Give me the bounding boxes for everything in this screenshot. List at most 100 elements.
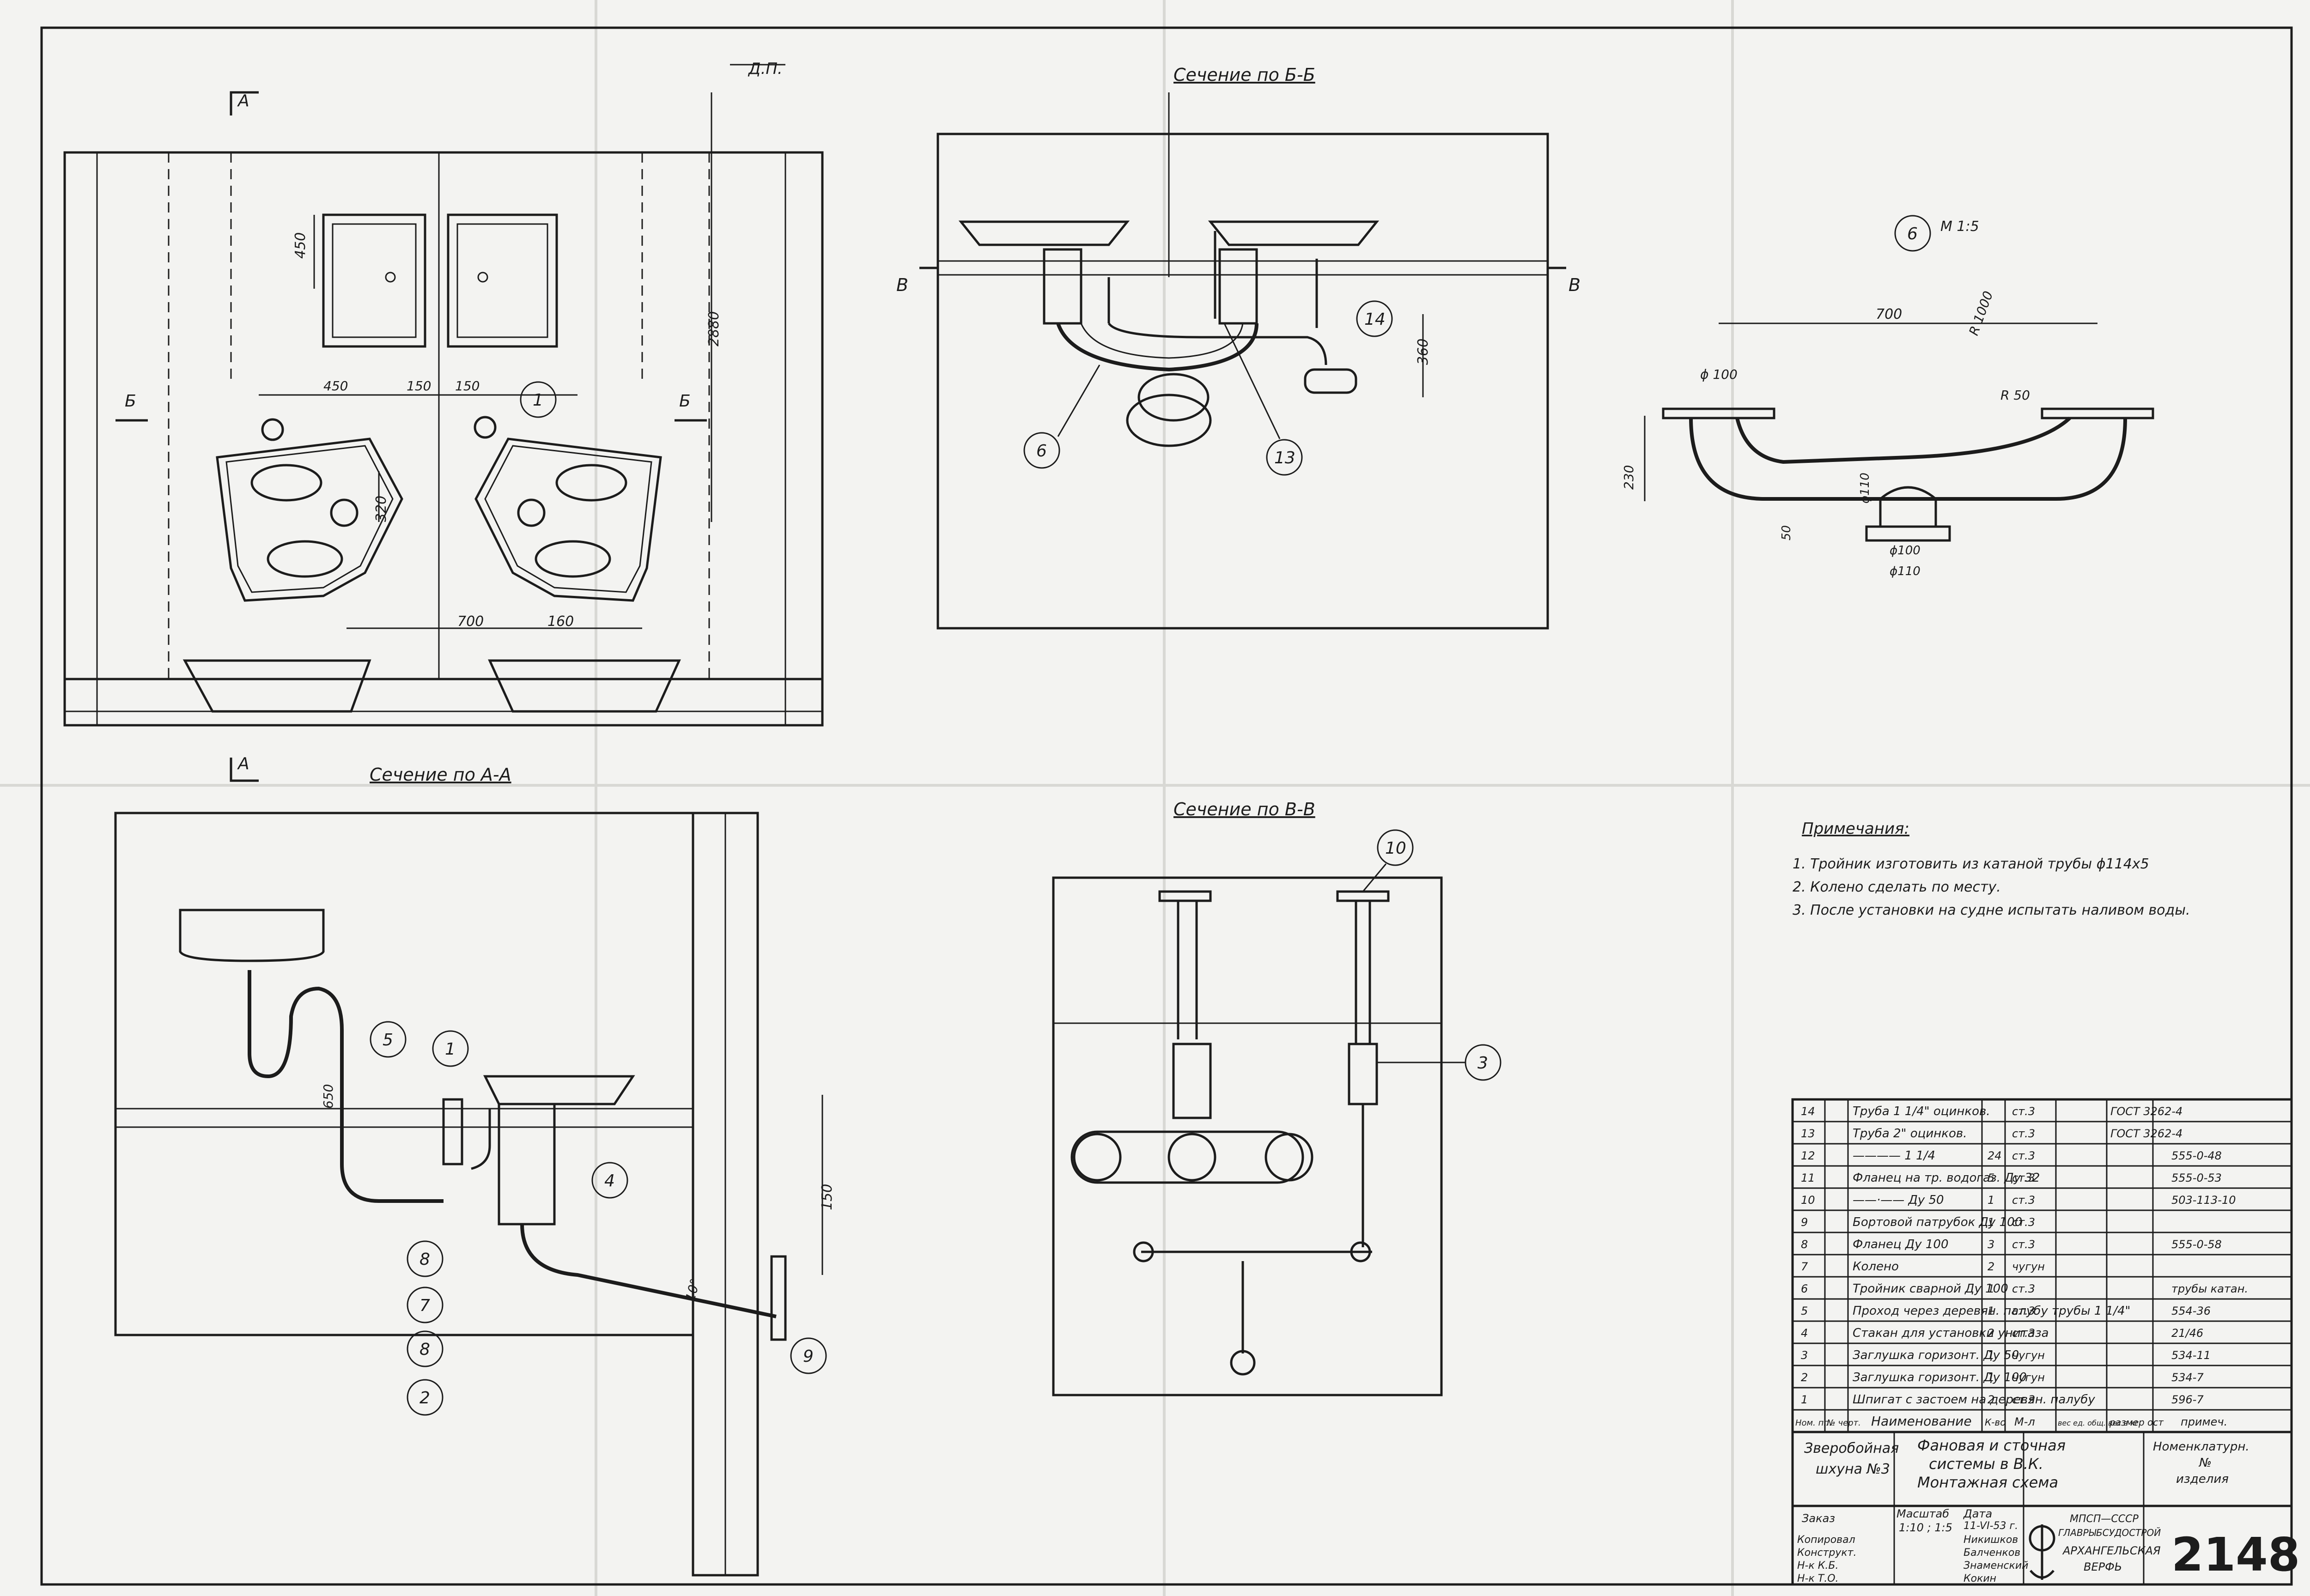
bom-cell-std: ГОСТ 3262-4 [2110, 1127, 2182, 1140]
name-2: Знаменский [1964, 1560, 2028, 1572]
plan-dim-5: 320 [373, 496, 389, 522]
washbasin-right [447, 213, 558, 348]
bom-cell-note: 534-7 [2171, 1371, 2204, 1384]
cut-v-left-label: В [896, 275, 908, 295]
bom-cell-qty: 2 [1988, 1260, 1994, 1273]
aa-callout-1: 1 [445, 1040, 456, 1059]
aa-callout-7: 7 [419, 1296, 430, 1315]
nomen-line1: Номенклатурн. [2153, 1440, 2249, 1454]
bom-cell-no: 14 [1801, 1105, 1815, 1118]
bom-cell-mat: чугун [2012, 1260, 2045, 1273]
bom-cell-note: 534-11 [2171, 1349, 2211, 1362]
cut-b-right-label: Б [679, 392, 691, 411]
title-line1: Фановая и сточная [1917, 1437, 2066, 1454]
bom-cell-name: Заглушка горизонт. Ду 50 [1853, 1348, 2019, 1362]
role-3: Н-к Т.О. [1797, 1573, 1839, 1584]
bom-cell-note: 21/46 [2171, 1327, 2203, 1340]
detail6-dim-7: ϕ100 [1890, 544, 1921, 558]
aa-callout-5: 5 [383, 1031, 393, 1050]
bom-cell-note: трубы катан. [2171, 1282, 2248, 1295]
aa-dim-1: 650 [321, 1084, 336, 1109]
bom-header-mat: М-л [2014, 1415, 2035, 1428]
bom-cell-note: 596-7 [2171, 1393, 2204, 1406]
s-trap [248, 970, 444, 1203]
vessel-line1: Зверобойная [1804, 1440, 1899, 1456]
org-line2: ГЛАВРЫБСУДОСТРОЙ [2058, 1527, 2161, 1538]
bb-callout-6: 6 [1036, 442, 1047, 461]
plan-dim-1: 2880 [706, 311, 722, 346]
role-0: Копировал [1797, 1534, 1855, 1546]
aa-callout-4: 4 [604, 1171, 615, 1190]
bom-cell-no: 4 [1801, 1327, 1808, 1340]
bom-header-wt: вес ед. общ. вес в кг. [2058, 1419, 2141, 1427]
section-vv-view: Сечение по В-В 10 3 [1052, 799, 1502, 1396]
aa-callout-8b: 8 [419, 1340, 430, 1359]
bom-cell-qty: 1 [1988, 1282, 1994, 1295]
bom-cell-mat: чугун [2012, 1371, 2045, 1384]
bom-cell-name: Колено [1853, 1260, 1899, 1274]
detail6-dim-3: R 50 [2000, 388, 2030, 403]
section-bb-view: Сечение по Б-Б В В 360 6 13 14 [896, 65, 1581, 630]
note-3: 3. После установки на судне испытать нал… [1793, 902, 2190, 918]
bom-cell-mat: ст.3 [2012, 1393, 2035, 1406]
scale-value: 1:10 ; 1:5 [1899, 1521, 1952, 1534]
bom-cell-qty: 3 [1988, 1238, 1994, 1251]
title-line3: Монтажная схема [1917, 1474, 2058, 1491]
detail6-dim-8: ϕ110 [1890, 564, 1921, 578]
bb-callout-14: 14 [1364, 310, 1386, 329]
vv-callout-3: 3 [1477, 1054, 1488, 1073]
aa-dim-0: 150 [819, 1184, 835, 1210]
detail6-dim-2: ϕ 100 [1700, 367, 1738, 382]
bom-header-qty: К-во [1985, 1417, 2006, 1428]
bom-cell-qty: 2 [1988, 1327, 1994, 1340]
bom-cell-name: Труба 1 1/4" оцинков. [1853, 1104, 1990, 1118]
bom-cell-qty: 5 [1988, 1171, 1994, 1184]
shipyard-logo [2029, 1524, 2055, 1580]
bom-header-no: Ном. пп. [1795, 1418, 1832, 1428]
bom-cell-name: ——·—— Ду 50 [1853, 1193, 1944, 1207]
vessel-line2: шхуна №3 [1816, 1461, 1890, 1477]
bom-cell-no: 3 [1801, 1349, 1808, 1362]
section-aa-title: Сечение по А-А [370, 765, 511, 785]
plan-callout-1: 1 [533, 391, 543, 410]
org-line4: ВЕРФЬ [2084, 1560, 2122, 1573]
bom-cell-name: Фланец Ду 100 [1853, 1238, 1948, 1251]
scale-label: Масштаб [1897, 1507, 1949, 1520]
bom-cell-qty: 24 [1988, 1149, 2002, 1162]
bom-cell-mat: ст.3 [2012, 1171, 2035, 1184]
bom-cell-no: 7 [1801, 1260, 1808, 1273]
bom-cell-name: Бортовой патрубок Ду 100 [1853, 1215, 2022, 1229]
section-vv-title: Сечение по В-В [1173, 799, 1315, 819]
bom-cell-std: ГОСТ 3262-4 [2110, 1105, 2182, 1118]
bom-header-std: размер ост [2109, 1417, 2164, 1428]
plan-view: А А Б Б Д.П. 450 2880 450 150 150 320 70… [63, 60, 824, 782]
toilet-left [216, 437, 403, 602]
cut-b-left-label: Б [125, 392, 136, 411]
bom-cell-note: 555-0-58 [2171, 1238, 2222, 1251]
bom-cell-name: Фланец на тр. водогаз. Ду 32 [1853, 1171, 2040, 1185]
bom-cell-no: 5 [1801, 1305, 1808, 1317]
section-bb-title: Сечение по Б-Б [1173, 65, 1315, 85]
nomen-line3: изделия [2176, 1472, 2229, 1486]
plan-dim-0: 450 [292, 232, 309, 259]
bom-cell-qty: 1 [1988, 1216, 1994, 1229]
plan-dim-4: 150 [455, 378, 480, 394]
tee-pipe-6 [1056, 322, 1258, 372]
detail6-label: 6 [1907, 225, 1918, 243]
aa-callout-9: 9 [803, 1347, 814, 1366]
drawing-number: 2148 [2171, 1528, 2300, 1582]
aa-callout-2: 2 [419, 1389, 430, 1408]
org-line1: МПСП—СССР [2070, 1513, 2139, 1525]
bom-cell-note: 554-36 [2171, 1305, 2211, 1317]
detail6-dim-0: 700 [1876, 306, 1902, 322]
detail-6-view: 6 М 1:5 700 R 1000 ϕ 100 R 50 230 ϕ110 5… [1621, 215, 2154, 578]
name-0: Никишков [1964, 1534, 2018, 1546]
bom-cell-mat: ст.3 [2012, 1238, 2035, 1251]
bom-cell-mat: ст.3 [2012, 1305, 2035, 1317]
plan-dim-7: 160 [547, 613, 574, 630]
detail6-dim-6: 50 [1780, 525, 1793, 540]
date-value: 11-VI-53 г. [1964, 1520, 2018, 1532]
